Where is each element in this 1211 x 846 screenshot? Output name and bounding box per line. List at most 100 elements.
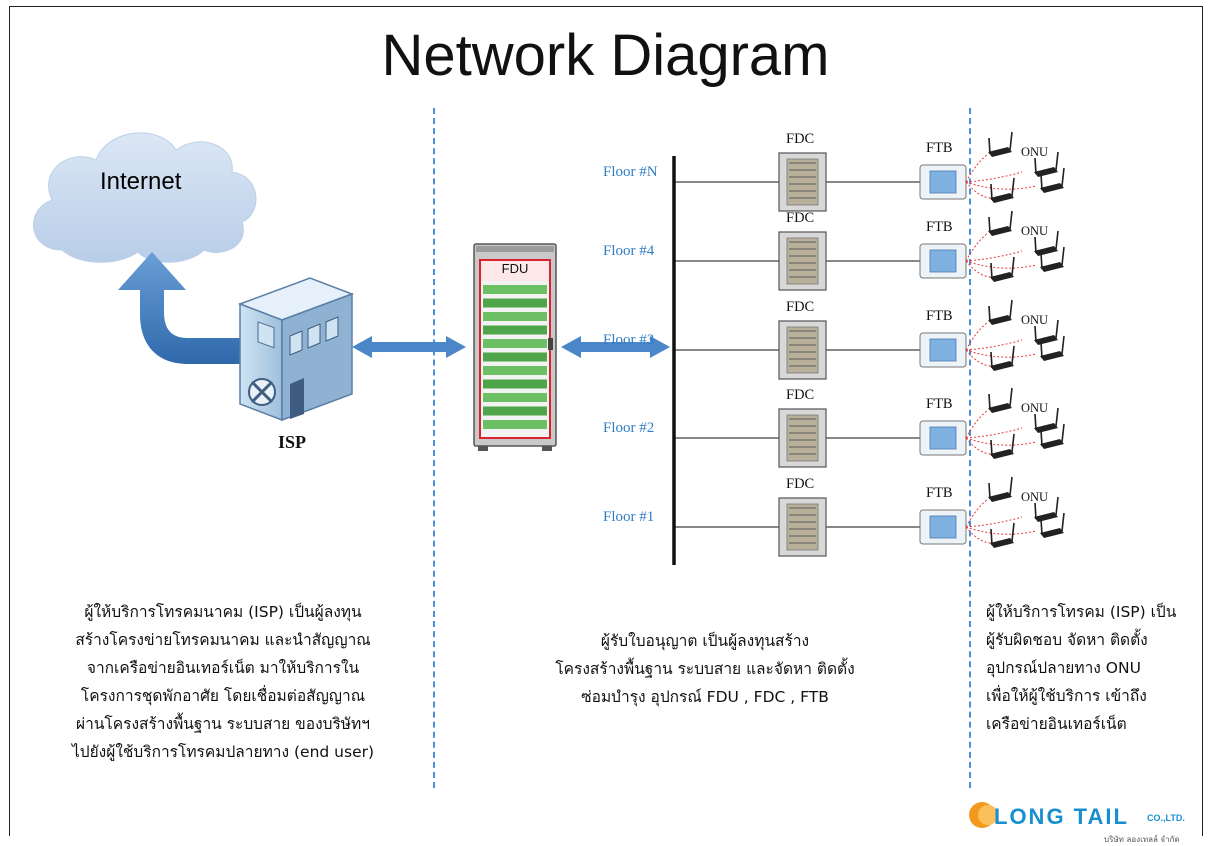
onu-label: ONU — [1021, 224, 1049, 238]
onu-antenna — [1011, 433, 1015, 453]
onu-antenna — [990, 351, 993, 369]
onu-antenna — [1055, 496, 1059, 516]
slide-frame — [9, 6, 1203, 836]
ftb-splitter — [929, 249, 957, 273]
drop-cable — [965, 526, 1003, 544]
drop-cable — [965, 437, 1003, 455]
onu-router-icon — [990, 538, 1014, 548]
onu-router-icon — [990, 193, 1014, 203]
onu-router-icon — [1034, 167, 1058, 177]
onu-antenna — [988, 216, 991, 234]
drop-cable — [965, 349, 1003, 367]
onu-router-icon — [1040, 439, 1064, 449]
fdc-label: FDC — [786, 299, 815, 315]
drop-cable — [965, 498, 989, 528]
onu-antenna — [1011, 177, 1015, 197]
ftb-splitter — [929, 515, 957, 539]
logo-name: LONG TAIL — [994, 804, 1129, 829]
fdc-panel — [786, 326, 819, 374]
fdu-label: FDU — [501, 261, 529, 276]
divider-left — [433, 108, 435, 788]
drop-cable — [965, 339, 1023, 351]
fdu-patch-row — [483, 379, 547, 389]
onu-antenna — [1061, 246, 1065, 266]
fdc-panel — [786, 158, 819, 206]
onu-antenna — [990, 528, 993, 546]
fdu-patch-row — [483, 406, 547, 416]
ftb-splitter — [929, 170, 957, 194]
fdu-patch-row — [483, 339, 547, 348]
onu-router-icon — [990, 361, 1014, 371]
onu-router-icon — [1040, 351, 1064, 361]
onu-antenna — [1061, 167, 1065, 187]
onu-antenna — [1055, 407, 1059, 427]
onu-antenna — [1011, 522, 1015, 542]
internet-label: Internet — [100, 168, 182, 195]
onu-antenna — [990, 262, 993, 280]
floor-label: Floor #2 — [603, 420, 655, 436]
ftb-label: FTB — [926, 396, 953, 412]
drop-cable — [965, 349, 1037, 358]
fdu-patch-row — [483, 352, 547, 362]
onu-label: ONU — [1021, 145, 1049, 159]
fdu-patch-row — [483, 393, 547, 402]
fdc-panel — [786, 237, 819, 285]
fdc-label: FDC — [786, 387, 815, 403]
onu-antenna — [988, 482, 991, 500]
drop-cable — [965, 526, 1037, 535]
ftb-label: FTB — [926, 140, 953, 156]
isp-description: ผู้ให้บริการโทรคมนาคม (ISP) เป็นผู้ลงทุน… — [71, 603, 375, 761]
onu-router-icon — [988, 492, 1012, 502]
onu-router-icon — [1034, 512, 1058, 522]
onu-label: ONU — [1021, 313, 1049, 327]
floor-label: Floor #4 — [603, 243, 655, 259]
onu-antenna — [1055, 230, 1059, 250]
onu-router-icon — [988, 226, 1012, 236]
isp-label: ISP — [278, 432, 307, 452]
internet-cloud — [32, 132, 257, 263]
fdc-label: FDC — [786, 210, 815, 226]
isp-fdu-link-arrow — [352, 336, 466, 358]
onu-antenna — [1040, 518, 1043, 536]
onu-label: ONU — [1021, 490, 1049, 504]
logo-suffix: CO.,LTD. — [1147, 813, 1185, 823]
onu-label: ONU — [1021, 401, 1049, 415]
drop-cable — [965, 409, 989, 439]
onu-antenna — [1061, 335, 1065, 355]
onu-antenna — [1034, 502, 1037, 520]
fdu-patch-rows — [483, 285, 547, 429]
onu-antenna — [1034, 413, 1037, 431]
fdc-panel — [786, 503, 819, 551]
drop-cable — [965, 232, 989, 262]
onu-antenna — [988, 305, 991, 323]
fdu-riser-link-arrow — [561, 336, 670, 358]
onu-antenna — [990, 183, 993, 201]
onu-antenna — [1009, 210, 1013, 230]
ftb-label: FTB — [926, 485, 953, 501]
ftb-splitter — [929, 426, 957, 450]
drop-cable — [965, 153, 989, 183]
fdu-patch-row — [483, 312, 547, 321]
fdu-patch-row — [483, 325, 547, 335]
onu-antenna — [1009, 387, 1013, 407]
licensee-description: ผู้รับใบอนุญาต เป็นผู้ลงทุนสร้าง โครงสร้… — [555, 632, 855, 706]
ftb-splitter — [929, 338, 957, 362]
isp-to-internet-arrow — [118, 252, 245, 364]
floor-rows — [674, 131, 1065, 557]
onu-router-icon — [1034, 246, 1058, 256]
fdu-cabinet-icon — [473, 243, 557, 451]
fdu-label-box — [481, 261, 549, 281]
onu-antenna — [1040, 341, 1043, 359]
drop-cable — [965, 260, 1003, 278]
drop-cable — [965, 427, 1023, 439]
onu-antenna — [1040, 252, 1043, 270]
onu-antenna — [1034, 157, 1037, 175]
drop-cable — [965, 260, 1037, 269]
drop-cable — [965, 250, 1023, 262]
isp-building-icon — [237, 277, 355, 422]
onu-antenna — [1040, 173, 1043, 191]
fdu-patch-row — [483, 285, 547, 294]
onu-router-icon — [1040, 528, 1064, 538]
onu-antenna — [1009, 299, 1013, 319]
ftb-label: FTB — [926, 219, 953, 235]
